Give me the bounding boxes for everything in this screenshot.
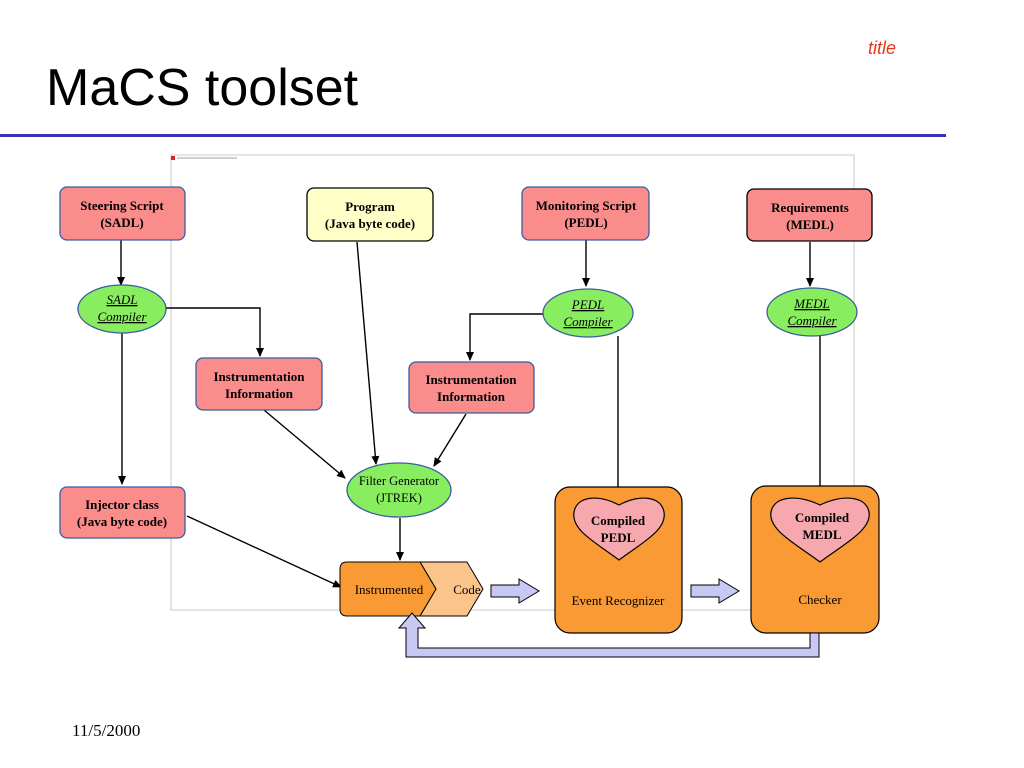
title-underline (0, 134, 946, 137)
corner-label: title (868, 38, 897, 58)
code-label: Code (453, 582, 481, 597)
compiled-medl-subtitle: MEDL (803, 527, 842, 542)
filter-generator-subtitle: (JTREK) (376, 491, 422, 505)
filter-generator-title: Filter Generator (359, 474, 440, 488)
compiled-pedl-subtitle: PEDL (601, 530, 636, 545)
program-subtitle: (Java byte code) (325, 216, 415, 231)
frame-marker-icon (171, 156, 175, 160)
filter-generator-ellipse: Filter Generator (JTREK) (346, 462, 452, 518)
injector-class-title: Injector class (85, 497, 159, 512)
frame-caption (177, 157, 237, 159)
event-recognizer-label: Event Recognizer (572, 593, 665, 608)
compiled-medl-heart-icon (770, 497, 870, 563)
instrumented-label: Instrumented (355, 582, 424, 597)
connectors (117, 240, 824, 588)
instr-info-left-title: Instrumentation (213, 369, 305, 384)
arrow-instr-left-to-filter (263, 409, 346, 479)
embedded-frame (170, 154, 855, 611)
sadl-compiler-ellipse: SADL Compiler (77, 284, 167, 334)
requirements-box: Requirements (MEDL) (746, 188, 873, 242)
instrumented-chevron (339, 561, 437, 617)
compiled-medl-title: Compiled (795, 510, 850, 525)
checker-box: Compiled MEDL Checker (750, 485, 880, 634)
requirements-title: Requirements (771, 200, 849, 215)
medl-compiler-title: MEDL (793, 296, 829, 311)
instr-info-right-title: Instrumentation (425, 372, 517, 387)
arrow-injector-to-instrumented (186, 515, 342, 588)
sadl-compiler-title: SADL (106, 292, 137, 307)
pedl-compiler-ellipse: PEDL Compiler (542, 288, 634, 338)
block-arrow-recognizer-to-checker (690, 578, 740, 604)
monitoring-script-box: Monitoring Script (PEDL) (521, 186, 650, 241)
arrow-sadl-to-instr-left (165, 307, 264, 357)
monitoring-script-subtitle: (PEDL) (564, 215, 607, 230)
program-box: Program (Java byte code) (306, 187, 434, 242)
event-recognizer-box: Compiled PEDL Event Recognizer (554, 486, 683, 634)
compiled-pedl-title: Compiled (591, 513, 646, 528)
requirements-subtitle: (MEDL) (786, 217, 834, 232)
checker-label: Checker (798, 592, 842, 607)
compiled-pedl-heart-icon (573, 497, 665, 561)
medl-compiler-ellipse: MEDL Compiler (766, 287, 858, 337)
injector-class-subtitle: (Java byte code) (77, 514, 167, 529)
instrumentation-info-right-box: Instrumentation Information (408, 361, 535, 414)
arrow-instr-right-to-filter (433, 413, 467, 467)
steering-script-box: Steering Script (SADL) (59, 186, 186, 241)
steering-script-title: Steering Script (80, 198, 164, 213)
monitoring-script-title: Monitoring Script (536, 198, 637, 213)
medl-compiler-subtitle: Compiler (787, 313, 837, 328)
sadl-compiler-subtitle: Compiler (97, 309, 147, 324)
instrumented-code-block: Instrumented Code (339, 561, 484, 617)
slide-title: MaCS toolset (46, 59, 359, 117)
arrow-pedl-to-instr-right (466, 313, 544, 361)
block-arrow-code-to-recognizer (490, 578, 540, 604)
steering-script-subtitle: (SADL) (100, 215, 143, 230)
slide-date: 11/5/2000 (72, 721, 141, 740)
arrow-program-to-filter (356, 241, 380, 465)
injector-class-box: Injector class (Java byte code) (59, 486, 186, 539)
pedl-compiler-subtitle: Compiler (563, 314, 613, 329)
feedback-arrow-checker-to-instrumented (397, 612, 820, 658)
instrumentation-info-left-box: Instrumentation Information (195, 357, 323, 411)
pedl-compiler-title: PEDL (571, 297, 605, 312)
program-title: Program (345, 199, 395, 214)
instr-info-right-subtitle: Information (437, 389, 506, 404)
instr-info-left-subtitle: Information (225, 386, 294, 401)
